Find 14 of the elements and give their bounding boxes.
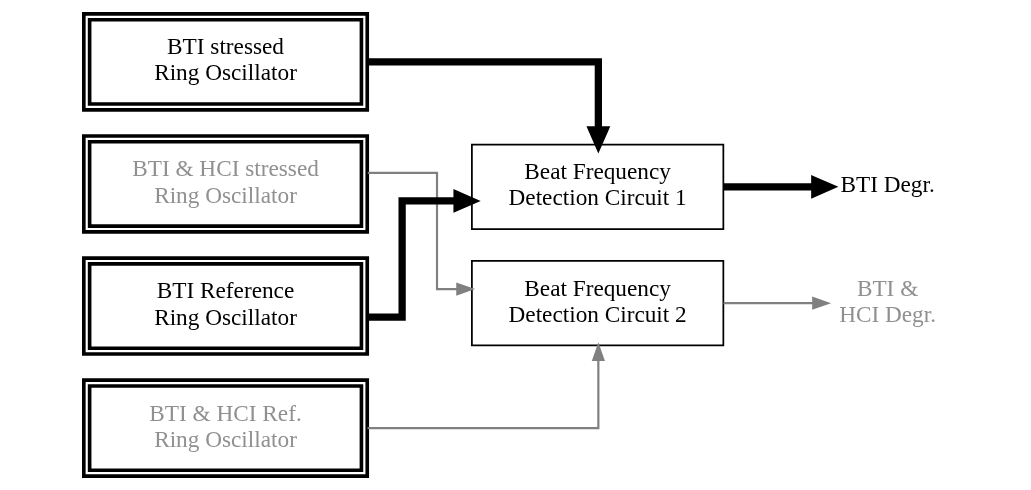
node-box: Beat Frequency Detection Circuit 2 <box>471 260 725 347</box>
arrow <box>367 189 481 321</box>
arrow <box>723 174 839 199</box>
arrow <box>367 171 476 296</box>
arrow <box>367 58 611 154</box>
node-box: BTI & HCI stressed Ring Oscillator <box>82 134 370 234</box>
node-text: BTI Degr. <box>840 171 935 198</box>
node-box: BTI & HCI Ref. Ring Oscillator <box>82 378 370 478</box>
node-box: BTI Reference Ring Oscillator <box>82 256 370 356</box>
arrow <box>367 342 605 430</box>
node-box: BTI stressed Ring Oscillator <box>82 12 370 112</box>
node-box: Beat Frequency Detection Circuit 1 <box>471 143 725 230</box>
arrow <box>723 296 832 310</box>
node-text: BTI & HCI Degr. <box>839 274 937 327</box>
